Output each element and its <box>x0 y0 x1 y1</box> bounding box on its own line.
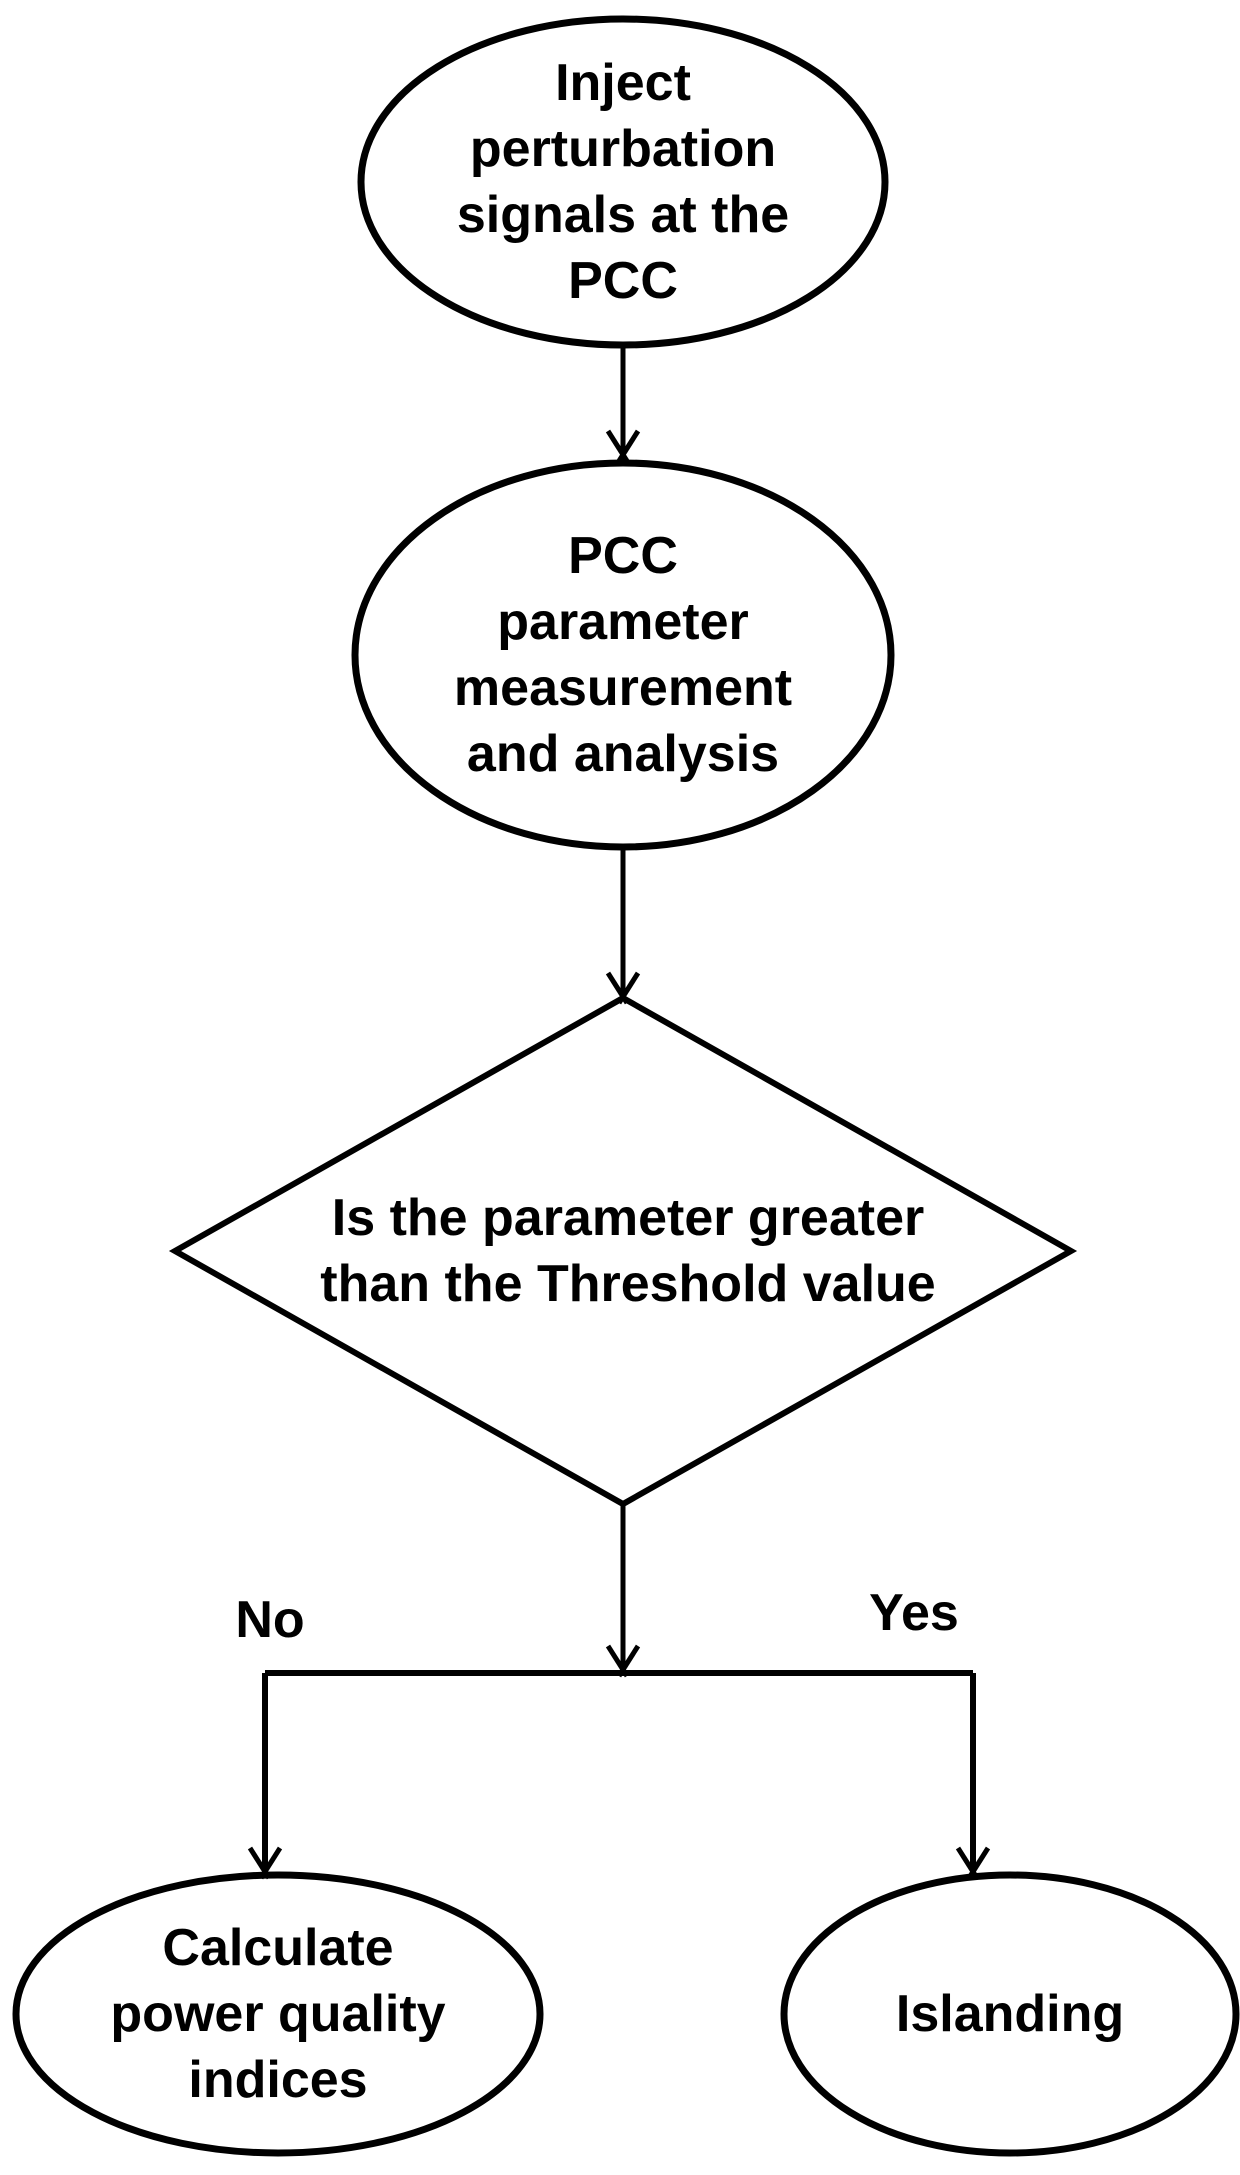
node-measure-label-line3: measurement <box>454 659 792 717</box>
node-quality-label-line1: Calculate <box>162 1919 393 1977</box>
node-measure-label-line4: and analysis <box>467 725 779 783</box>
node-inject-label-line1: Inject <box>555 54 691 112</box>
node-inject-label-line4: PCC <box>568 252 678 310</box>
node-decision-shape <box>168 994 1078 1508</box>
node-quality-shape <box>12 1871 544 2157</box>
node-inject-label-line2: perturbation <box>470 120 776 178</box>
node-decision: Is the parameter greater than the Thresh… <box>168 994 1078 1508</box>
edge-inject-measure <box>605 345 641 463</box>
node-decision-label-line1: Is the parameter greater <box>332 1189 925 1247</box>
node-measure: PCC parameter measurement and analysis <box>351 459 895 851</box>
edge-label-yes: Yes <box>869 1584 959 1642</box>
node-inject: Inject perturbation signals at the PCC <box>357 15 889 349</box>
arrowhead-icon <box>955 1846 991 1880</box>
edge-measure-decision <box>605 847 641 1005</box>
branch-rail: No Yes <box>235 1584 991 1880</box>
node-islanding: Islanding <box>780 1871 1240 2157</box>
arrowhead-leg <box>616 429 641 463</box>
node-inject-label-line3: signals at the <box>457 186 789 244</box>
edge-label-no: No <box>235 1591 304 1649</box>
node-measure-label-line2: parameter <box>497 593 748 651</box>
arrowhead-icon <box>605 429 641 463</box>
node-islanding-shape <box>780 1871 1240 2157</box>
node-islanding-label-line1: Islanding <box>896 1985 1124 2043</box>
edge-decision-branch <box>605 1504 641 1678</box>
node-measure-shape <box>351 459 895 851</box>
node-quality-label-line3: indices <box>188 2051 367 2109</box>
arrowhead-leg <box>966 1846 991 1880</box>
node-quality: Calculate power quality indices <box>12 1871 544 2157</box>
node-decision-label-line2: than the Threshold value <box>320 1255 935 1313</box>
node-quality-label-line2: power quality <box>110 1985 445 2043</box>
node-measure-label-line1: PCC <box>568 527 678 585</box>
